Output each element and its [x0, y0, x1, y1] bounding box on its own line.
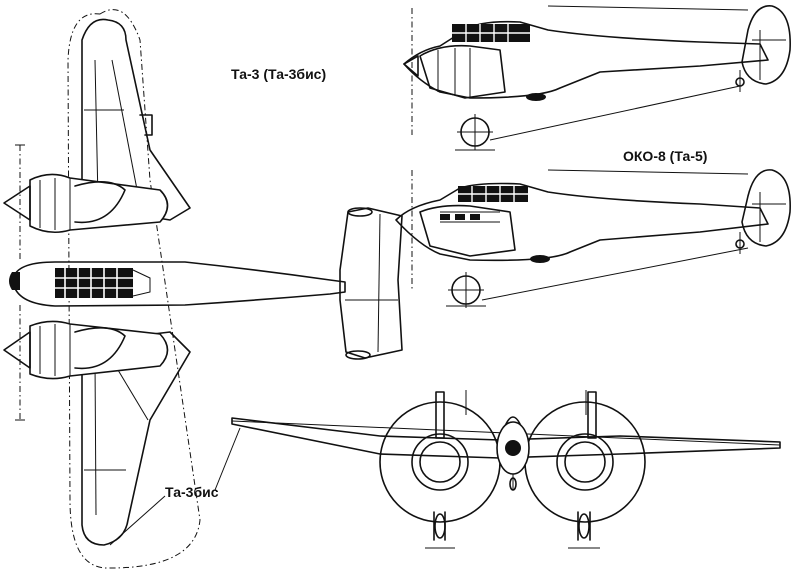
left-propeller-disk — [379, 401, 501, 523]
oko8-fin — [741, 169, 791, 247]
plan-view — [3, 9, 403, 569]
label-ta3: Та-3 (Та-3бис) — [231, 66, 327, 82]
plan-tailplane — [339, 207, 403, 359]
side-view-ta3 — [403, 5, 791, 151]
lower-engine-nacelle — [3, 320, 169, 380]
front-wing — [231, 417, 781, 459]
leader-line-plan — [109, 495, 166, 546]
label-oko8: ОКО-8 (Та-5) — [623, 148, 708, 164]
upper-engine-nacelle — [3, 173, 169, 234]
ta3-fin — [741, 5, 791, 85]
extended-wing-outline — [67, 9, 201, 569]
upper-wing — [81, 18, 191, 221]
side-view-oko8 — [395, 169, 791, 308]
plan-fuselage — [13, 261, 346, 307]
leader-line-wingtip — [214, 427, 241, 491]
cockpit-glazing — [55, 268, 133, 298]
front-view — [231, 390, 781, 549]
right-propeller-disk — [524, 401, 646, 523]
lower-wing — [81, 331, 191, 546]
label-ta3bis: Та-3бис — [165, 484, 219, 500]
